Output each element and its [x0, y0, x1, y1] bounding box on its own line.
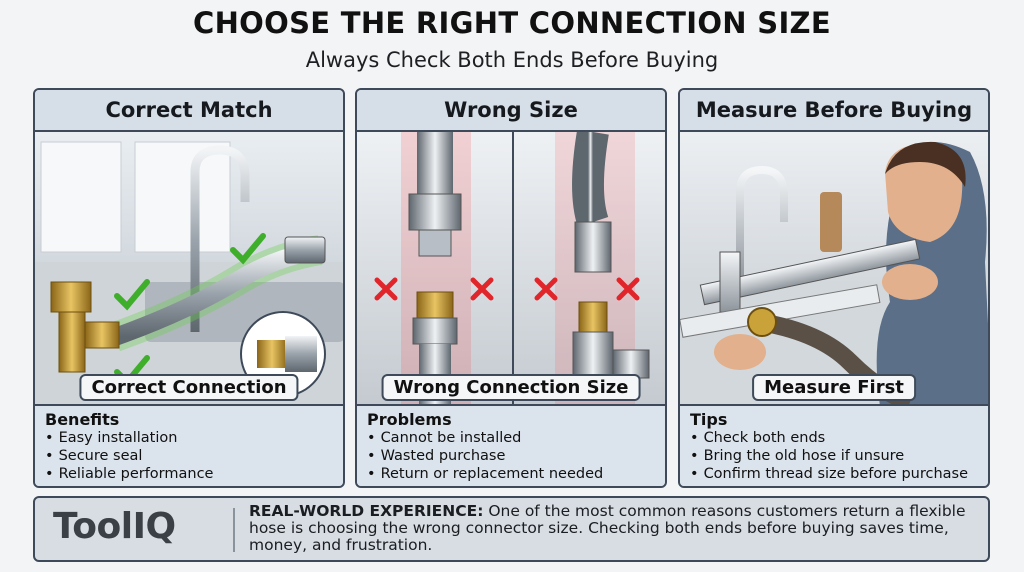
body-title: Problems: [367, 410, 452, 429]
panel-title: Correct Match: [35, 90, 343, 132]
list-item: Cannot be installed: [367, 429, 655, 447]
wrong-size-illustration: Wrong Connection Size: [357, 132, 665, 406]
body-title: Benefits: [45, 410, 120, 429]
page-title: CHOOSE THE RIGHT CONNECTION SIZE: [193, 6, 831, 40]
caption: Measure First: [752, 374, 916, 401]
cross-icon: [616, 277, 640, 301]
bullet-list: Easy installation Secure seal Reliable p…: [45, 429, 333, 483]
panel-measure-before-buying: Measure Before Buying: [678, 88, 990, 488]
bullet-list: Cannot be installed Wasted purchase Retu…: [367, 429, 655, 483]
bullet-list: Check both ends Bring the old hose if un…: [690, 429, 978, 483]
list-item: Check both ends: [690, 429, 978, 447]
body-title: Tips: [690, 410, 728, 429]
panel-title: Wrong Size: [357, 90, 665, 132]
check-icon: [230, 233, 266, 265]
list-item: Secure seal: [45, 447, 333, 465]
footer-label: REAL-WORLD EXPERIENCE:: [249, 502, 484, 520]
page-subtitle: Always Check Both Ends Before Buying: [305, 48, 719, 72]
footer-banner: ToolIQ REAL-WORLD EXPERIENCE: One of the…: [33, 496, 990, 562]
panel-body: Problems Cannot be installed Wasted purc…: [357, 406, 665, 486]
cross-icon: [534, 277, 558, 301]
list-item: Reliable performance: [45, 465, 333, 483]
caption: Wrong Connection Size: [381, 374, 641, 401]
footer-text: REAL-WORLD EXPERIENCE: One of the most c…: [249, 503, 984, 554]
list-item: Wasted purchase: [367, 447, 655, 465]
panel-body: Tips Check both ends Bring the old hose …: [680, 406, 988, 486]
caption: Correct Connection: [79, 374, 299, 401]
cross-icon: [374, 277, 398, 301]
cross-icon: [470, 277, 494, 301]
divider: [233, 508, 235, 552]
list-item: Return or replacement needed: [367, 465, 655, 483]
list-item: Confirm thread size before purchase: [690, 465, 978, 483]
panel-body: Benefits Easy installation Secure seal R…: [35, 406, 343, 486]
check-icon: [114, 279, 150, 311]
panel-correct-match: Correct Match: [33, 88, 345, 488]
panel-title: Measure Before Buying: [680, 90, 988, 132]
panel-wrong-size: Wrong Size: [355, 88, 667, 488]
measure-illustration: Measure First: [680, 132, 988, 406]
list-item: Easy installation: [45, 429, 333, 447]
footer-body: One of the most common reasons customers…: [249, 502, 966, 554]
brand-logo: ToolIQ: [53, 506, 176, 547]
correct-connection-illustration: Correct Connection: [35, 132, 343, 406]
list-item: Bring the old hose if unsure: [690, 447, 978, 465]
